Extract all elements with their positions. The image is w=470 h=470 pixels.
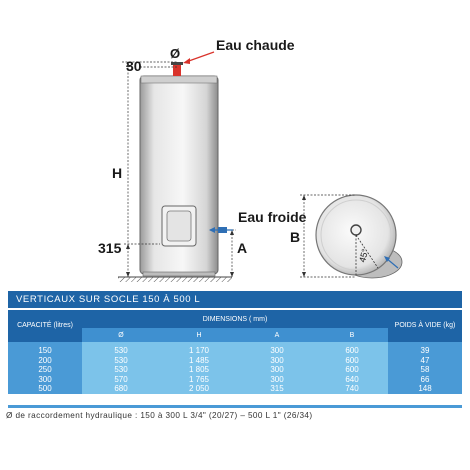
label-eau-chaude: Eau chaude: [216, 37, 295, 53]
label-phi-top: Ø: [170, 46, 180, 61]
capacity-header: CAPACITÉ (litres): [8, 310, 82, 342]
subheader-h: H: [160, 328, 238, 342]
label-dim-h: H: [112, 165, 122, 181]
label-eau-froide: Eau froide: [238, 209, 307, 225]
subheader-phi: Ø: [82, 328, 160, 342]
water-heater-diagram: Ø Eau chaude 30 H Eau froide 315 A B 45°: [98, 37, 403, 282]
hot-water-outlet-icon: [171, 62, 183, 76]
label-dim-b: B: [290, 229, 300, 245]
access-panel: [161, 205, 197, 247]
table-row: 250 530 1 805 300 600 58: [8, 365, 462, 375]
table-row: 200 530 1 485 300 600 47: [8, 355, 462, 366]
table-row: 300 570 1 765 300 640 66: [8, 374, 462, 385]
tank-top-view: [315, 194, 403, 279]
table-subheader-row: Ø H A B: [8, 328, 462, 342]
top-view-dimensions: [300, 194, 356, 278]
table-title: VERTICAUX SUR SOCLE 150 À 500 L: [8, 291, 462, 308]
label-dim-315: 315: [98, 240, 122, 256]
top-cold-arrow: [384, 256, 399, 269]
label-dim-a: A: [237, 240, 247, 256]
label-dim-30: 30: [126, 58, 142, 74]
hot-water-arrow: [183, 51, 215, 64]
subheader-b: B: [316, 328, 388, 342]
table-row: 500 680 2 050 315 740 148: [8, 384, 462, 394]
table-header-row: CAPACITÉ (litres) DIMENSIONS ( mm) POIDS…: [8, 310, 462, 342]
label-angle-45: 45°: [357, 247, 370, 263]
tank-front-view: [118, 62, 232, 282]
subheader-a: A: [238, 328, 316, 342]
dimensions-header: DIMENSIONS ( mm): [82, 310, 388, 328]
weight-header: POIDS À VIDE (kg): [388, 310, 462, 342]
cold-water-arrow: [209, 227, 233, 233]
table-spacer: [8, 342, 462, 346]
footnote: Ø de raccordement hydraulique : 150 à 30…: [6, 411, 313, 420]
spec-table: CAPACITÉ (litres) DIMENSIONS ( mm) POIDS…: [8, 310, 462, 394]
table-row: 150 530 1 170 300 600 39: [8, 346, 462, 356]
table-bottom-band: [8, 405, 462, 408]
